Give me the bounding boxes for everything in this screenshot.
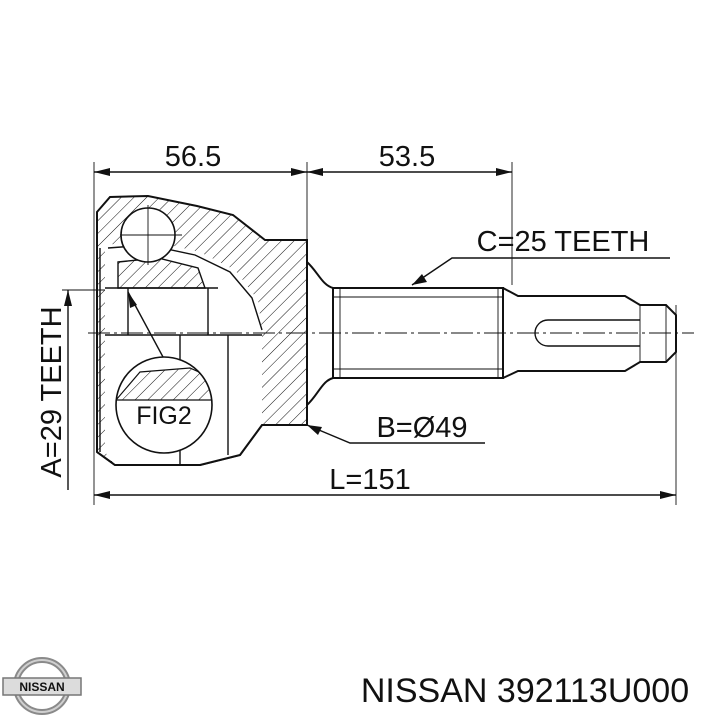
outer-housing xyxy=(96,194,308,466)
fig2-callout xyxy=(115,291,213,454)
dimension-56-5 xyxy=(94,168,307,176)
fig2-label: FIG2 xyxy=(136,402,192,430)
leader-diameter-b xyxy=(306,424,485,444)
dimension-spline-a-label: A=29 TEETH xyxy=(36,306,68,477)
leader-spline-c xyxy=(411,257,670,286)
dimension-length xyxy=(94,491,676,499)
spline-c-label: C=25 TEETH xyxy=(477,226,650,258)
dimension-top-right-label: 53.5 xyxy=(379,141,435,173)
dimension-top-left-label: 56.5 xyxy=(165,141,221,173)
dimension-53-5 xyxy=(307,168,512,176)
dimension-length-label: L=151 xyxy=(329,464,410,496)
nissan-logo-text: NISSAN xyxy=(19,680,64,694)
nissan-logo: NISSAN xyxy=(2,657,82,715)
diameter-b-label: B=Ø49 xyxy=(376,412,467,444)
shaft xyxy=(306,261,677,406)
part-label: NISSAN 392113U000 xyxy=(361,672,689,710)
